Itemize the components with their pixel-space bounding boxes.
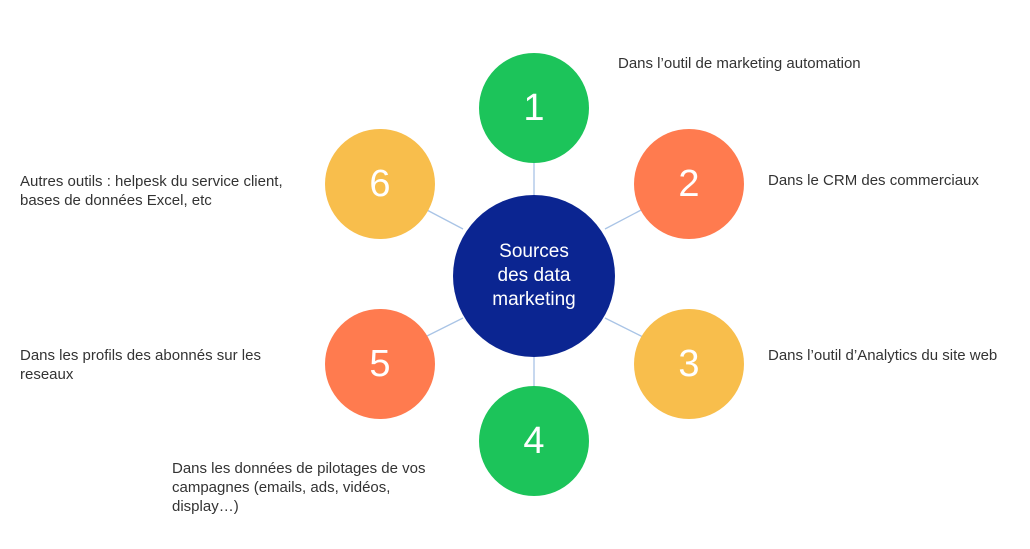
caption-5-line-2: reseaux (20, 366, 74, 383)
center-label-line-1: Sources (499, 241, 569, 262)
caption-2-line-1: Dans le CRM des commerciaux (768, 172, 979, 189)
node-6-circle (325, 129, 435, 239)
connector-5 (424, 317, 464, 338)
connector-6 (424, 208, 464, 230)
caption-5-line-1: Dans les profils des abonnés sur les (20, 347, 261, 364)
node-1-circle (479, 53, 589, 163)
node-1: 1 (479, 53, 589, 163)
node-6-number: 6 (369, 163, 390, 205)
caption-3-line-1: Dans l’outil d’Analytics du site web (768, 347, 998, 364)
caption-3: Dans l’outil d’Analytics du site web (768, 346, 997, 365)
caption-2: Dans le CRM des commerciaux (768, 171, 979, 190)
node-4: 4 (479, 386, 589, 496)
node-2-circle (634, 129, 744, 239)
caption-1-line-1: Dans l’outil de marketing automation (618, 55, 861, 72)
caption-6: Autres outils : helpesk du service clien… (20, 172, 283, 210)
node-3: 3 (634, 309, 744, 419)
node-5: 5 (325, 309, 435, 419)
connectors (424, 163, 644, 386)
caption-6-line-2: bases de données Excel, etc (20, 192, 212, 209)
node-5-number: 5 (369, 343, 390, 385)
caption-4-line-2: campagnes (emails, ads, vidéos, (172, 479, 391, 496)
node-1-number: 1 (523, 87, 544, 129)
center-label-line-3: marketing (492, 289, 575, 310)
node-5-circle (325, 309, 435, 419)
caption-6-line-1: Autres outils : helpesk du service clien… (20, 173, 283, 190)
caption-4: Dans les données de pilotages de vos cam… (172, 459, 426, 516)
center-node: Sources des data marketing (453, 195, 615, 357)
connector-3 (604, 317, 644, 338)
center-label-line-2: des data (498, 265, 571, 286)
center-circle (453, 195, 615, 357)
node-4-number: 4 (523, 420, 544, 462)
caption-5: Dans les profils des abonnés sur les res… (20, 346, 261, 384)
caption-4-line-1: Dans les données de pilotages de vos (172, 460, 426, 477)
node-6: 6 (325, 129, 435, 239)
node-4-circle (479, 386, 589, 496)
caption-4-line-3: display…) (172, 498, 239, 515)
node-2-number: 2 (678, 163, 699, 205)
node-3-circle (634, 309, 744, 419)
caption-1: Dans l’outil de marketing automation (618, 54, 861, 73)
node-2: 2 (634, 129, 744, 239)
connector-2 (604, 208, 644, 230)
node-3-number: 3 (678, 343, 699, 385)
